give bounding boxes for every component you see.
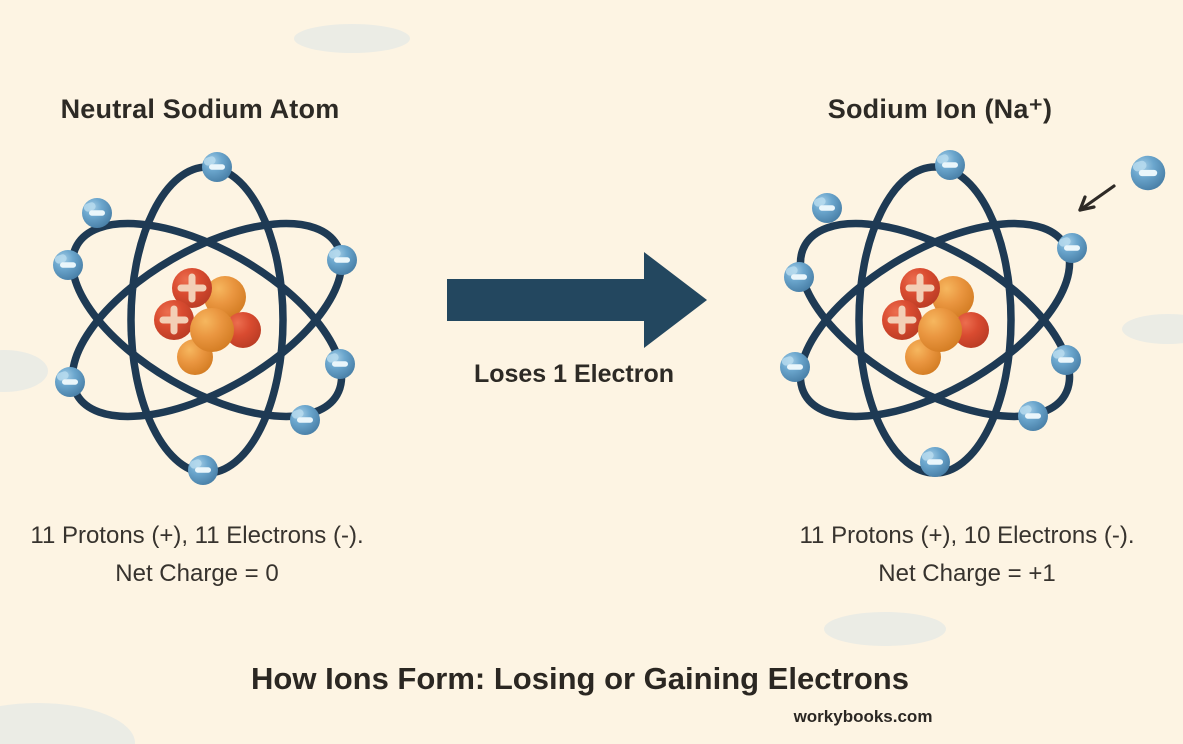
right-caption-line2: Net Charge = +1 [878, 560, 1056, 587]
sodium-ion-diagram [770, 140, 1183, 505]
transition-arrow-icon [447, 252, 707, 348]
main-title: How Ions Form: Losing or Gaining Electro… [251, 661, 909, 696]
right-atom-title: Sodium Ion (Na⁺) [827, 94, 1053, 124]
neutral-sodium-atom-diagram [40, 140, 380, 505]
left-caption-line2: Net Charge = 0 [115, 560, 279, 587]
left-caption-line1: 11 Protons (+), 11 Electrons (-). [30, 522, 364, 549]
right-caption-line1: 11 Protons (+), 10 Electrons (-). [799, 522, 1135, 549]
background-blob [294, 24, 410, 53]
transition-label: Loses 1 Electron [473, 360, 675, 388]
background-blob [0, 703, 135, 744]
left-atom-title: Neutral Sodium Atom [60, 94, 340, 124]
left-atom-caption: 11 Protons (+), 11 Electrons (-). Net Ch… [0, 517, 394, 593]
background-blob [824, 612, 946, 646]
watermark: workybooks.com [793, 707, 933, 726]
right-atom-caption: 11 Protons (+), 10 Electrons (-). Net Ch… [767, 517, 1167, 593]
